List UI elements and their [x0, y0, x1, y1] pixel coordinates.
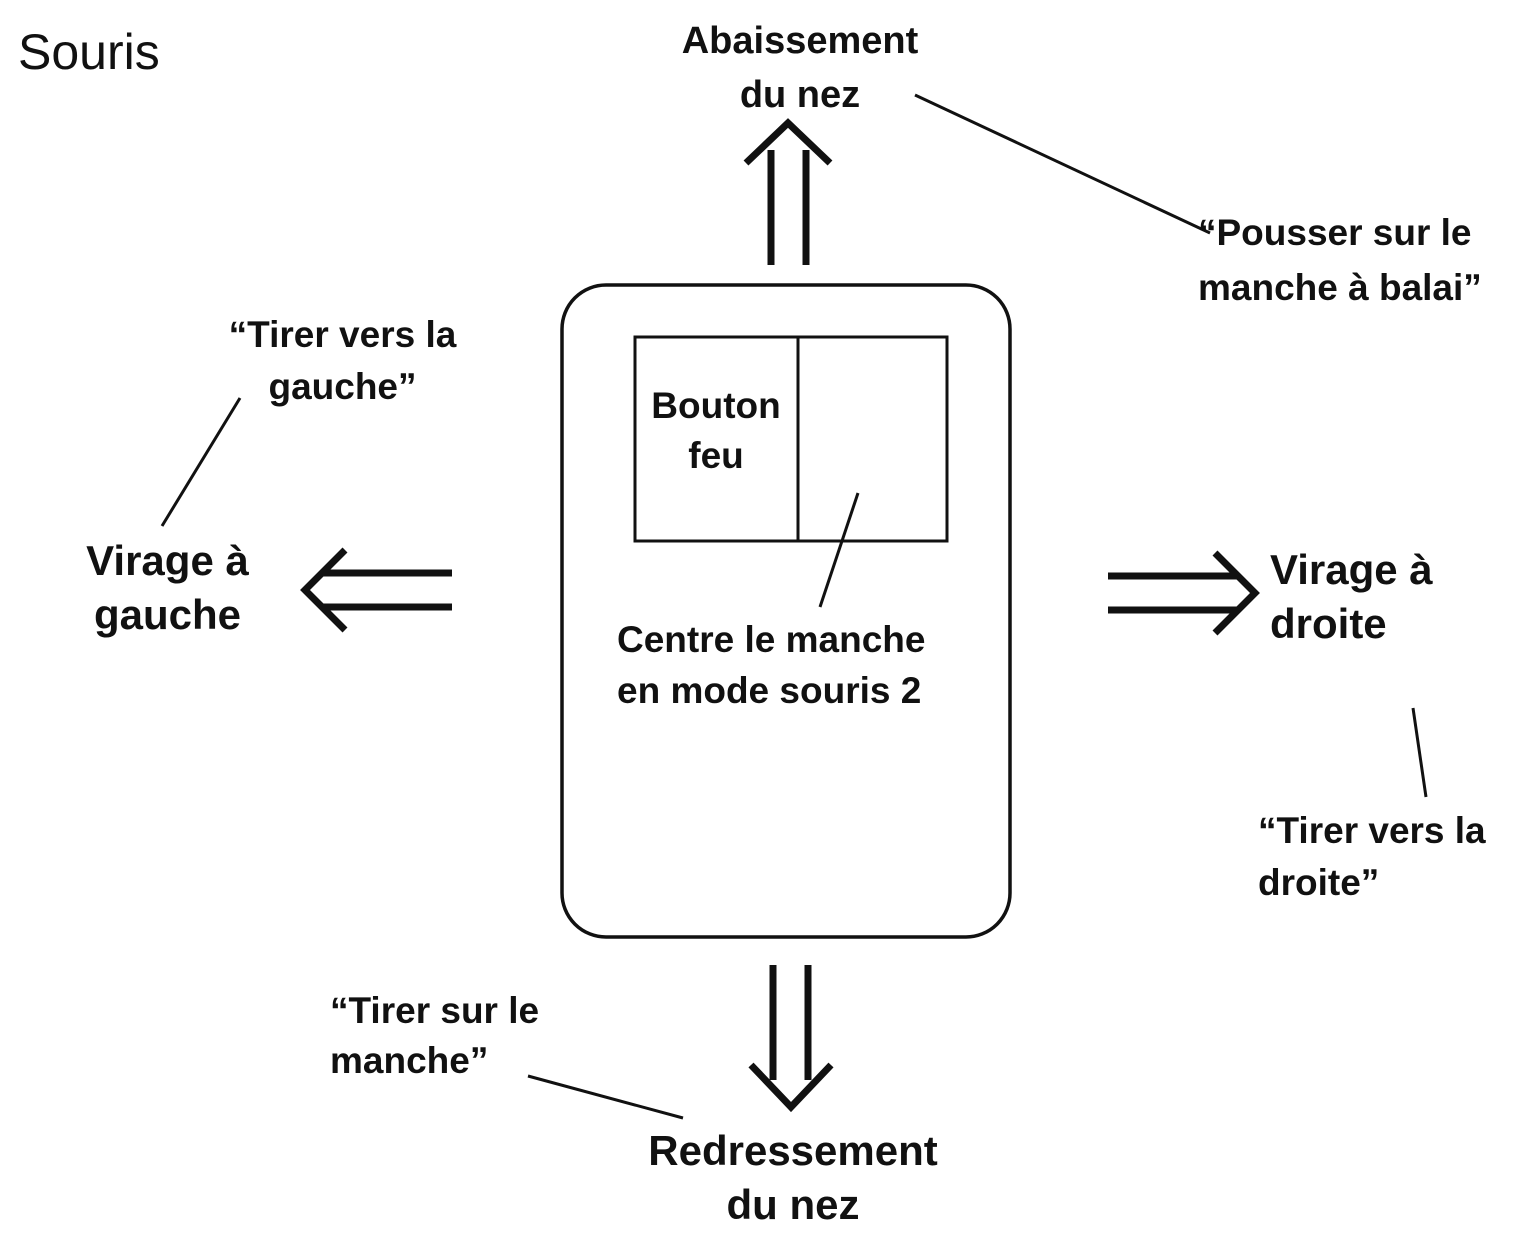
quote-pull-left-line2: gauche”	[268, 366, 417, 407]
fire-button-label: Bouton feu	[636, 381, 796, 481]
quote-pull-left: “Tirer vers la gauche”	[200, 309, 485, 413]
center-stick-note: Centre le manche en mode souris 2	[617, 614, 925, 716]
leader-line-right-quote	[1411, 707, 1428, 798]
quote-push-stick-line2: manche à balai”	[1198, 267, 1482, 308]
mouse-body	[560, 283, 1012, 939]
label-nose-down-line2: du nez	[739, 74, 861, 116]
fire-button-label-line2: feu	[688, 435, 744, 476]
quote-pull-stick-line2: manche”	[330, 1040, 489, 1081]
leader-line-down-quote	[527, 1074, 684, 1120]
label-nose-up-line2: du nez	[726, 1181, 860, 1228]
label-nose-up: Redressement du nez	[623, 1124, 963, 1232]
fire-button-label-line1: Bouton	[651, 385, 781, 426]
mouse-button-panel	[633, 335, 949, 543]
page-title: Souris	[18, 24, 160, 80]
quote-pull-left-line1: “Tirer vers la	[228, 314, 457, 355]
quote-pull-right: “Tirer vers la droite”	[1258, 805, 1486, 909]
label-turn-right-line2: droite	[1270, 600, 1387, 647]
label-turn-right: Virage à droite	[1270, 543, 1433, 651]
quote-push-stick: “Pousser sur le manche à balai”	[1198, 205, 1482, 315]
label-nose-down-line1: Abaissement	[681, 20, 919, 62]
arrow-left-icon	[300, 547, 452, 633]
quote-push-stick-line1: “Pousser sur le	[1198, 212, 1472, 253]
label-turn-left-line1: Virage à	[86, 537, 249, 584]
arrow-right-icon	[1108, 550, 1260, 636]
label-turn-left-line2: gauche	[93, 591, 242, 638]
quote-pull-stick-line1: “Tirer sur le	[330, 990, 540, 1031]
label-nose-down: Abaissement du nez	[660, 14, 940, 122]
leader-line-left-quote	[160, 397, 242, 527]
quote-pull-right-line1: “Tirer vers la	[1258, 810, 1486, 851]
leader-line-center-note	[818, 492, 860, 608]
label-nose-up-line1: Redressement	[648, 1127, 938, 1174]
label-turn-left: Virage à gauche	[60, 534, 275, 642]
leader-line-up-quote	[914, 93, 1211, 235]
arrow-down-icon	[748, 965, 834, 1113]
arrow-up-icon	[743, 118, 833, 265]
quote-pull-right-line2: droite”	[1258, 862, 1380, 903]
center-stick-note-line2: en mode souris 2	[617, 670, 922, 711]
label-turn-right-line1: Virage à	[1270, 546, 1433, 593]
center-stick-note-line1: Centre le manche	[617, 619, 926, 660]
quote-pull-stick: “Tirer sur le manche”	[330, 986, 539, 1086]
